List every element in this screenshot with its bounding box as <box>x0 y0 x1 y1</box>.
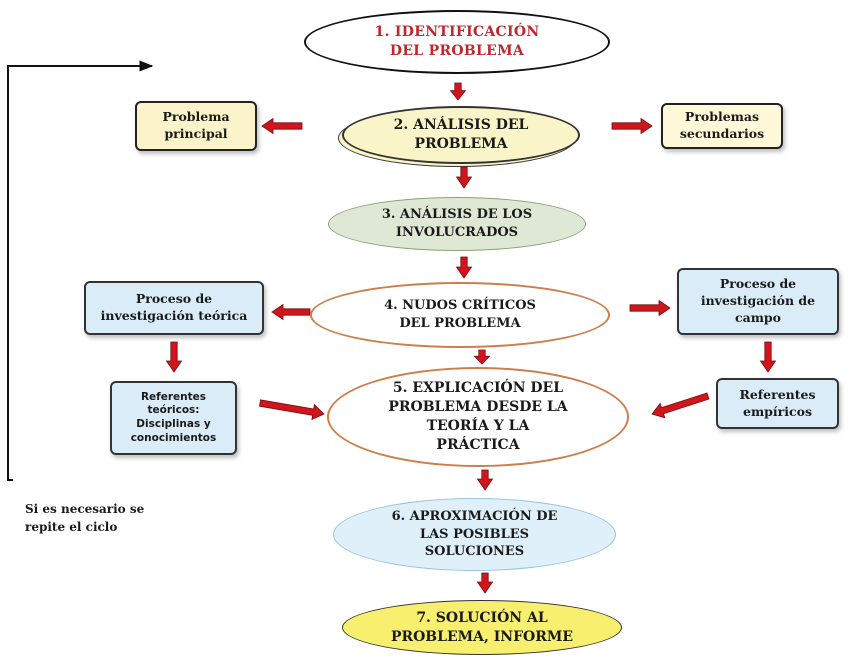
step-7-solucion-informe: 7. SOLUCIÓN AL PROBLEMA, INFORME <box>342 600 622 655</box>
problemas-secundarios-box: Problemas secundarios <box>661 103 783 149</box>
cycle-note-line-1: Si es necesario se <box>25 502 145 516</box>
arrow-to-problema-principal <box>261 117 303 135</box>
proceso-investigacion-campo-box: Proceso de investigación de campo <box>677 268 839 335</box>
arrow-layer <box>165 82 777 594</box>
arrow-to-proceso-campo <box>629 299 671 317</box>
arrow-referentes-empiricos-to-5 <box>651 392 710 419</box>
arrow-campo-down <box>759 341 777 373</box>
step-1-identificacion: 1. IDENTIFICACIÓN DEL PROBLEMA <box>304 10 610 74</box>
arrow-3-to-4 <box>455 256 473 279</box>
arrow-to-proceso-teorica <box>271 303 311 321</box>
arrow-referentes-teoricos-to-5 <box>259 399 325 421</box>
arrow-6-to-7 <box>476 572 494 594</box>
referentes-empiricos-box: Referentes empíricos <box>716 378 839 429</box>
proceso-investigacion-teorica-box: Proceso de investigación teórica <box>84 281 264 335</box>
arrow-teorica-down <box>165 341 183 373</box>
problema-principal-box: Problema principal <box>135 101 257 151</box>
arrow-to-problemas-secundarios <box>611 117 653 135</box>
cycle-connector-line <box>7 60 154 481</box>
referentes-teoricos-box: Referentes teóricos: Disciplinas y conoc… <box>110 381 237 455</box>
step-2-analisis-problema: 2. ANÁLISIS DEL PROBLEMA <box>342 106 580 164</box>
cycle-note-line-2: repite el ciclo <box>25 520 118 534</box>
arrow-5-to-6 <box>476 469 494 491</box>
step-4-nudos-criticos: 4. NUDOS CRÍTICOS DEL PROBLEMA <box>310 282 610 348</box>
step-5-explicacion: 5. EXPLICACIÓN DEL PROBLEMA DESDE LA TEO… <box>327 367 629 467</box>
arrow-2-to-3 <box>455 166 473 189</box>
step-6-aproximacion-soluciones: 6. APROXIMACIÓN DE LAS POSIBLES SOLUCION… <box>333 498 616 571</box>
arrow-1-to-2 <box>449 82 467 101</box>
arrow-4-to-5 <box>473 349 491 365</box>
step-3-analisis-involucrados: 3. ANÁLISIS DE LOS INVOLUCRADOS <box>328 197 586 251</box>
